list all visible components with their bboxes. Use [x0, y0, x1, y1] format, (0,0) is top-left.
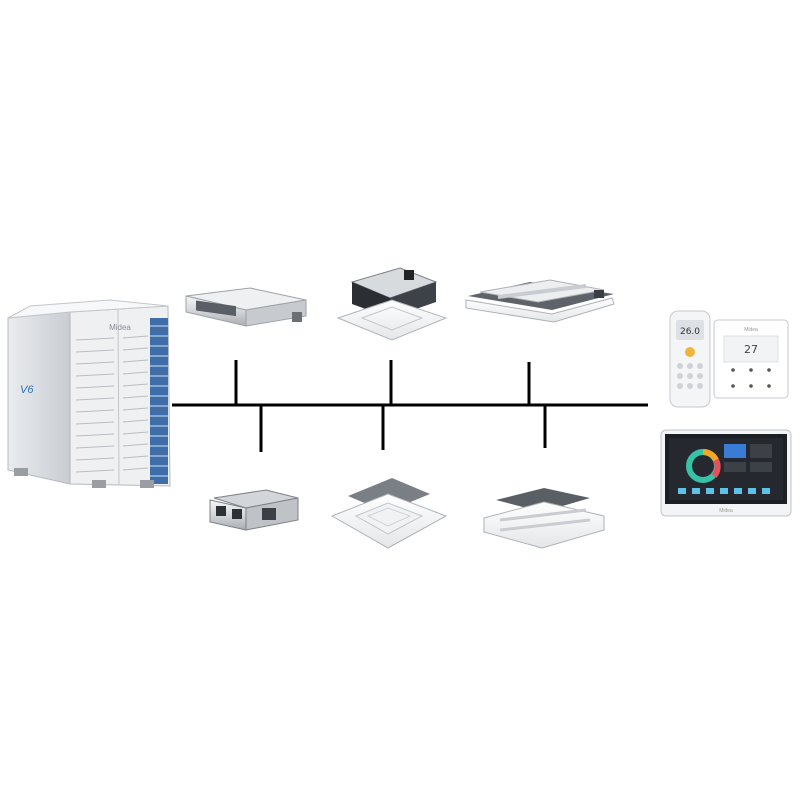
remote-controller-icon: 26.0 — [669, 310, 711, 408]
vrf-outdoor-unit-icon: Midea V6 — [7, 299, 171, 488]
wired-controller-icon: Midea 27 — [713, 319, 789, 399]
slim-duct-unit-icon — [185, 287, 307, 327]
four-way-cassette-icon — [330, 478, 448, 549]
central-touch-controller-icon: Midea — [660, 429, 792, 517]
outdoor-brand-label: Midea — [109, 323, 131, 332]
high-static-duct-icon — [209, 489, 299, 531]
two-way-cassette-icon — [483, 488, 605, 549]
coil-louvers — [150, 318, 168, 484]
compact-cassette-icon — [336, 267, 448, 341]
outdoor-model-badge: V6 — [20, 384, 34, 396]
wired-controller-brand: Midea — [744, 327, 758, 333]
central-controller-brand: Midea — [719, 508, 733, 514]
refrigerant-piping — [172, 360, 648, 452]
wired-display-value: 27 — [744, 343, 758, 356]
remote-display-value: 26.0 — [680, 327, 700, 337]
one-way-cassette-icon — [465, 279, 615, 323]
